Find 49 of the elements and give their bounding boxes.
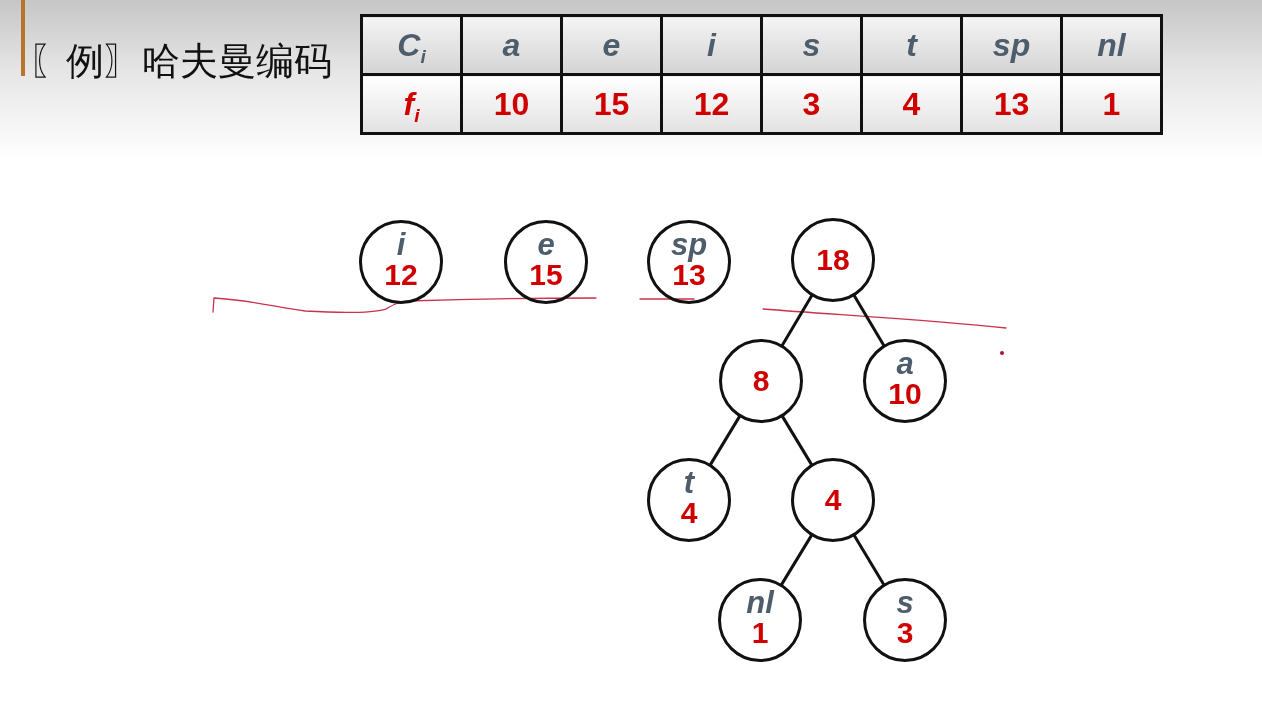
symbol-label: a	[896, 349, 914, 379]
leaf-node-circle	[647, 458, 731, 542]
frequency-cell: 13	[961, 74, 1062, 134]
weight-label: 10	[888, 379, 922, 409]
frequency-cell: 3	[761, 74, 862, 134]
leaf-node-circle	[863, 578, 947, 662]
weight-label: 4	[680, 498, 698, 528]
leaf-node-circle	[863, 339, 947, 423]
symbol-cell: t	[861, 15, 962, 75]
symbol-label: nl	[746, 588, 774, 618]
tree-edge	[779, 533, 814, 587]
frequency-cell: 1	[1061, 74, 1162, 134]
tree-edge	[852, 294, 886, 347]
leaf-node-circle	[647, 220, 731, 304]
internal-node-circle	[791, 458, 875, 542]
symbol-cell: sp	[961, 15, 1062, 75]
weight-label: 18	[816, 245, 850, 275]
tree-edge	[780, 294, 814, 347]
slide-title: 〖例〗哈夫曼编码	[28, 38, 332, 84]
symbol-cell: i	[661, 15, 762, 75]
weight-label: 3	[896, 618, 914, 648]
weight-label: 1	[751, 618, 769, 648]
weight-label: 8	[752, 366, 770, 396]
symbol-label: s	[896, 588, 914, 618]
symbol-cell: nl	[1061, 15, 1162, 75]
internal-node-circle	[719, 339, 803, 423]
symbol-cell: a	[461, 15, 562, 75]
symbol-label: e	[537, 230, 555, 260]
tree-edge	[852, 533, 886, 587]
weight-label: 4	[824, 485, 842, 515]
symbol-label: i	[396, 230, 406, 260]
weight-label: 15	[529, 260, 563, 290]
frequency-cell: 15	[561, 74, 662, 134]
leaf-node-circle	[359, 220, 443, 304]
frequency-cell: 4	[861, 74, 962, 134]
tree-edge	[780, 414, 814, 467]
symbol-cell: e	[561, 15, 662, 75]
symbol-label: sp	[670, 230, 708, 260]
header-cell: f$_{i}$	[361, 74, 462, 134]
leaf-node-circle	[718, 578, 802, 662]
symbol-cell: s	[761, 15, 862, 75]
frequency-cell: 10	[461, 74, 562, 134]
tree-edge	[708, 414, 742, 467]
leaf-node-circle	[504, 220, 588, 304]
symbol-label: t	[683, 468, 695, 498]
header-cell: C$_{i}$	[361, 15, 462, 75]
weight-label: 12	[384, 260, 418, 290]
internal-node-circle	[791, 218, 875, 302]
frequency-cell: 12	[661, 74, 762, 134]
